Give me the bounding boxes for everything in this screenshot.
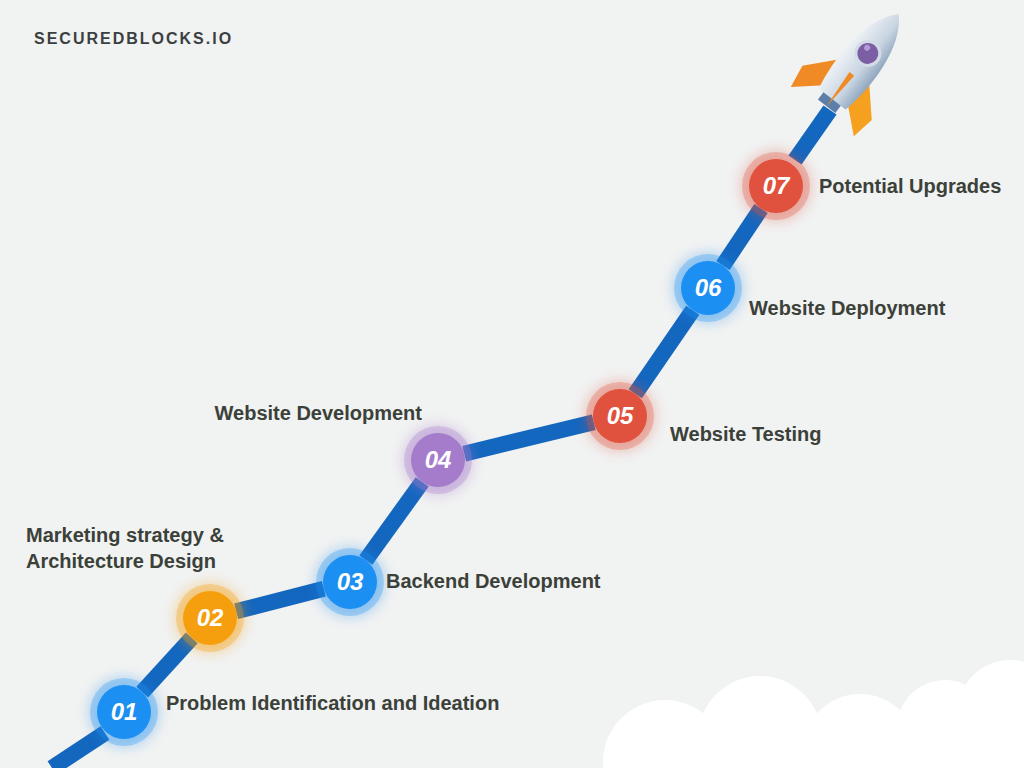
step-number: 01 xyxy=(111,700,138,724)
step-number: 06 xyxy=(695,276,722,300)
step-number: 07 xyxy=(763,174,790,198)
path-segment xyxy=(464,422,594,453)
brand-label: SECUREDBLOCKS.IO xyxy=(34,30,233,48)
cloud xyxy=(603,660,1024,768)
step-circle: 02Marketing strategy & Architecture Desi… xyxy=(183,591,237,645)
step-number: 05 xyxy=(607,404,634,428)
path-segment xyxy=(366,482,422,560)
step-number: 04 xyxy=(425,448,452,472)
step-label: Website Development xyxy=(215,400,422,426)
step-number: 03 xyxy=(337,570,364,594)
step-circle: 07Potential Upgrades xyxy=(749,159,803,213)
step-label: Backend Development xyxy=(386,568,601,594)
step-circle: 03Backend Development xyxy=(323,555,377,609)
step-label: Website Testing xyxy=(670,421,822,447)
step-number: 02 xyxy=(197,606,224,630)
path-tail xyxy=(795,110,830,160)
step-label: Marketing strategy & Architecture Design xyxy=(26,522,266,574)
step-label: Website Deployment xyxy=(749,295,945,321)
path-segment xyxy=(635,310,692,394)
rocket xyxy=(788,0,934,139)
path-segment xyxy=(142,638,192,692)
path-segment xyxy=(723,208,761,265)
step-label: Problem Identification and Ideation xyxy=(166,690,499,716)
step-circle: 01Problem Identification and Ideation xyxy=(97,685,151,739)
path-tail xyxy=(52,733,105,768)
step-circle: 05Website Testing xyxy=(593,389,647,443)
step-circle: 04Website Development xyxy=(411,433,465,487)
step-label: Potential Upgrades xyxy=(819,173,1001,199)
step-circle: 06Website Deployment xyxy=(681,261,735,315)
path-segment xyxy=(236,589,324,612)
